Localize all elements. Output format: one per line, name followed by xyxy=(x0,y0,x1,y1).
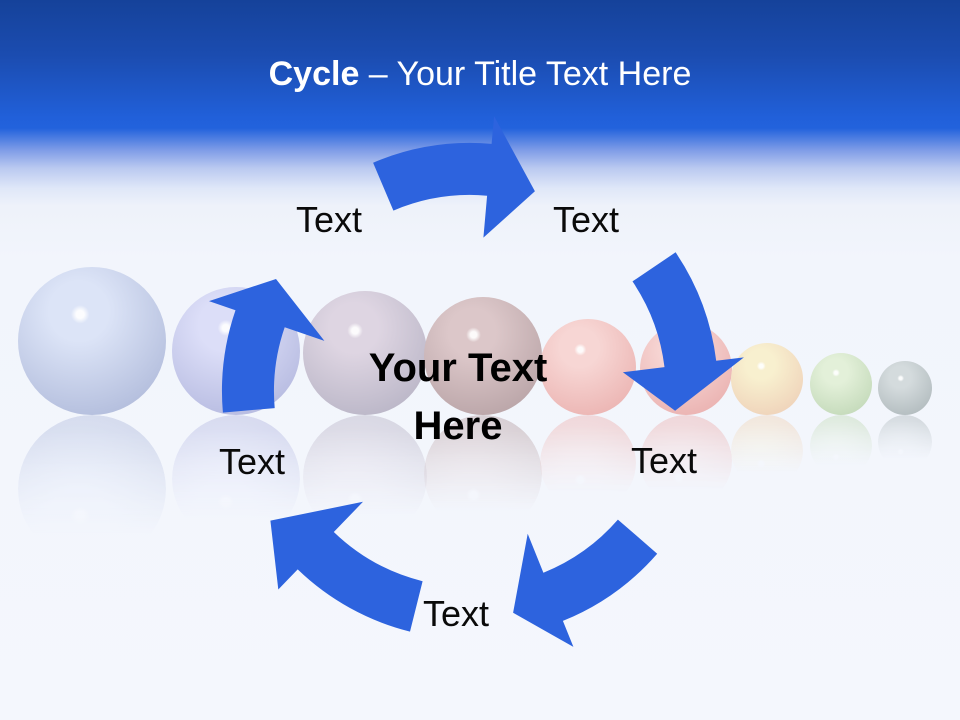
slide-title-placeholder[interactable]: Cycle – Your Title Text Here xyxy=(0,54,960,95)
background-sphere xyxy=(303,291,427,415)
curved-arrow-left[interactable] xyxy=(209,279,325,413)
background-sphere xyxy=(18,267,166,415)
cycle-label-middle-left[interactable]: Text xyxy=(218,441,286,482)
slide-title-rest: – Your Title Text Here xyxy=(359,55,692,93)
cycle-label-top-right[interactable]: Text xyxy=(552,199,620,240)
background-sphere xyxy=(878,361,932,415)
background-sphere xyxy=(731,343,803,415)
curved-arrow-bottom-right[interactable] xyxy=(513,519,658,647)
cycle-label-middle-right[interactable]: Text xyxy=(630,440,698,481)
cycle-label-bottom[interactable]: Text xyxy=(422,593,490,634)
slide-title-keyword: Cycle xyxy=(268,55,360,93)
cycle-center-label[interactable]: Your Text Here xyxy=(369,339,548,455)
curved-arrow-bottom-left[interactable] xyxy=(270,501,423,632)
background-sphere xyxy=(424,297,542,415)
center-label-line2: Here xyxy=(413,404,503,448)
curved-arrow-right[interactable] xyxy=(622,252,744,411)
background-sphere xyxy=(540,319,636,415)
center-label-line1: Your Text xyxy=(368,346,548,390)
cycle-label-top-left[interactable]: Text xyxy=(295,199,363,240)
background-sphere xyxy=(810,353,872,415)
curved-arrow-top[interactable] xyxy=(373,116,535,238)
